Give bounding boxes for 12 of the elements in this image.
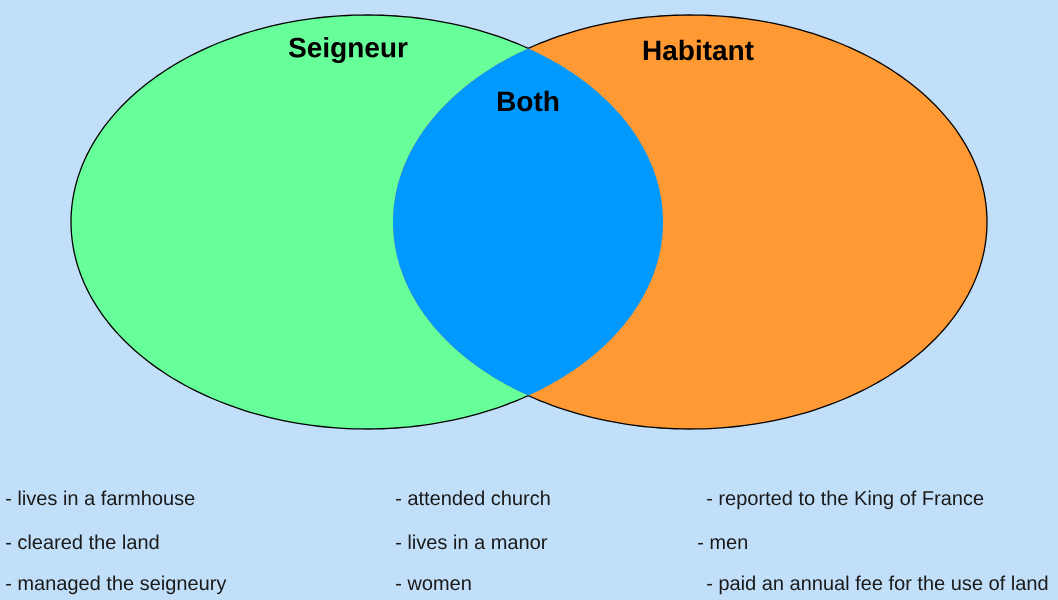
list-item: - women — [396, 579, 471, 591]
list-item: - lives in a manor — [396, 534, 548, 550]
list-item: - cleared the land — [6, 534, 159, 550]
set-label: Both — [498, 90, 559, 112]
list-item: - attended church — [396, 490, 550, 506]
set-label: Seigneur — [288, 36, 408, 64]
list-item: - reported to the King of France — [707, 490, 984, 510]
set-label: Habitant — [643, 39, 754, 61]
list-item: - paid an annual fee for the use of land — [707, 575, 1048, 595]
list-item: - managed the seigneury — [6, 575, 227, 595]
list-item: - lives in a farmhouse — [6, 490, 195, 506]
list-item: - men — [698, 538, 747, 550]
